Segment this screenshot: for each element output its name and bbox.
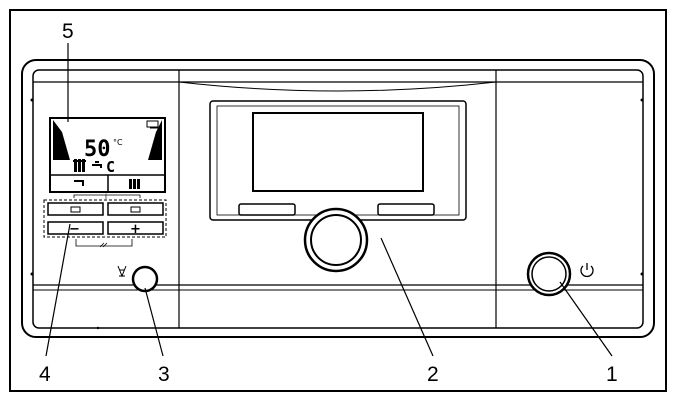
lcd-left-bargraph [53,120,70,160]
right-selection-button[interactable] [107,202,164,216]
callout-5: 5 [62,20,74,43]
device-front-panel [32,69,644,329]
edge-marker [640,98,644,102]
lcd-temperature: 50 [84,137,111,162]
lcd-temperature-unit: °C [113,138,123,147]
lcd-hotwater-label-icon [74,180,84,186]
lcd-mode-letter: C [106,158,115,176]
control-module-left-button[interactable] [238,203,296,216]
plus-label: + [130,222,141,237]
leader-line-4 [45,223,71,357]
chimney-sweep-icon [117,265,127,278]
edge-marker [30,272,34,276]
lcd-heating-label-icon [129,179,140,189]
edge-marker [640,272,644,276]
lcd-tap-icon [92,161,102,168]
center-lip [178,81,497,92]
power-button[interactable] [526,251,572,297]
device-housing [21,59,655,338]
info-label: i [105,193,107,201]
rotary-dial[interactable] [303,207,369,273]
leader-line-3 [144,287,164,357]
lcd-right-bargraph [148,120,162,160]
control-module-right-button[interactable] [377,203,435,216]
lcd-display: 50 °C C [49,117,166,193]
plus-button[interactable]: + [107,221,164,237]
control-module-screen [252,112,424,192]
minus-button[interactable]: − [47,221,104,237]
leader-line-2 [380,237,434,357]
callout-4: 4 [39,363,51,386]
callout-1: 1 [606,363,618,386]
callout-2: 2 [427,363,439,386]
button-group-frame [43,199,167,238]
info-bracket [73,194,141,198]
callout-3: 3 [158,363,170,386]
leader-line-1 [559,281,613,357]
figure-frame [9,9,667,392]
lcd-bar-indicator [146,120,159,128]
power-icon [580,263,594,278]
chimney-sweep-button[interactable] [131,265,159,293]
edge-marker [30,98,34,102]
minus-label: − [69,222,80,237]
edge-marker [96,326,100,330]
left-selection-button[interactable] [47,202,104,216]
lcd-radiator-icon [73,159,86,172]
combo-bracket [75,239,133,247]
combo-key-icon [99,242,108,248]
